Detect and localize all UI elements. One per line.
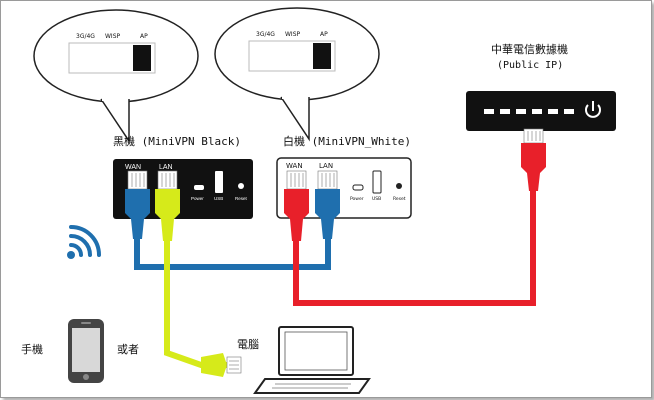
bubble-left: 3G/4G WISP AP bbox=[33, 9, 199, 144]
modem-subtitle: (Public IP) bbox=[497, 60, 563, 71]
label-reset: Reset bbox=[235, 196, 248, 201]
usb-port bbox=[215, 171, 223, 193]
rj45-plug-blue bbox=[125, 170, 150, 239]
red-cable bbox=[293, 189, 536, 306]
power-port bbox=[352, 184, 364, 191]
mode-switch-knob bbox=[133, 45, 151, 71]
reset-button bbox=[396, 183, 402, 189]
label-reset: Reset bbox=[393, 196, 406, 202]
mode-label-ap: AP bbox=[320, 31, 328, 38]
computer-label: 電腦 bbox=[237, 337, 259, 351]
reset-button bbox=[238, 183, 244, 189]
mode-switch-knob bbox=[313, 43, 331, 69]
power-port bbox=[194, 185, 204, 190]
port-label-wan: WAN bbox=[286, 162, 303, 170]
label-power: Power bbox=[191, 196, 204, 201]
phone-icon bbox=[68, 319, 104, 383]
mode-label-3g4g: 3G/4G bbox=[76, 33, 95, 40]
mode-label-ap: AP bbox=[140, 33, 148, 40]
mode-label-wisp: WISP bbox=[105, 33, 121, 40]
blue-cable bbox=[134, 239, 331, 270]
rj45-plug-red bbox=[284, 170, 309, 241]
mode-label-3g4g: 3G/4G bbox=[256, 31, 275, 38]
mode-label-wisp: WISP bbox=[285, 31, 301, 38]
rj45-plug-yellow bbox=[155, 170, 180, 241]
rj45-plug-yellow-laptop bbox=[201, 353, 242, 377]
router-white-title: 白機 (MiniVPN_White) bbox=[283, 134, 411, 148]
rj45-plug-red-modem bbox=[521, 128, 546, 191]
port-label-wan: WAN bbox=[125, 164, 141, 171]
rj45-plug-blue-white bbox=[315, 170, 340, 239]
power-icon bbox=[585, 101, 601, 118]
router-black-title: 黑機 (MiniVPN Black) bbox=[113, 134, 241, 148]
yellow-cable bbox=[164, 241, 227, 368]
port-label-lan: LAN bbox=[319, 162, 333, 170]
modem-title: 中華電信數據機 bbox=[491, 42, 568, 56]
label-usb: USB bbox=[214, 196, 223, 201]
or-label: 或者 bbox=[117, 343, 139, 356]
usb-port bbox=[372, 170, 382, 194]
phone-label: 手機 bbox=[21, 342, 43, 356]
laptop-icon bbox=[253, 326, 371, 394]
router-white: WAN LAN Power USB Reset bbox=[276, 157, 412, 219]
wifi-icon bbox=[67, 225, 101, 259]
label-usb: USB bbox=[372, 196, 381, 202]
port-label-lan: LAN bbox=[159, 164, 173, 171]
modem-device bbox=[466, 91, 616, 131]
label-power: Power bbox=[350, 196, 364, 202]
bubble-right: 3G/4G WISP AP bbox=[214, 7, 380, 142]
